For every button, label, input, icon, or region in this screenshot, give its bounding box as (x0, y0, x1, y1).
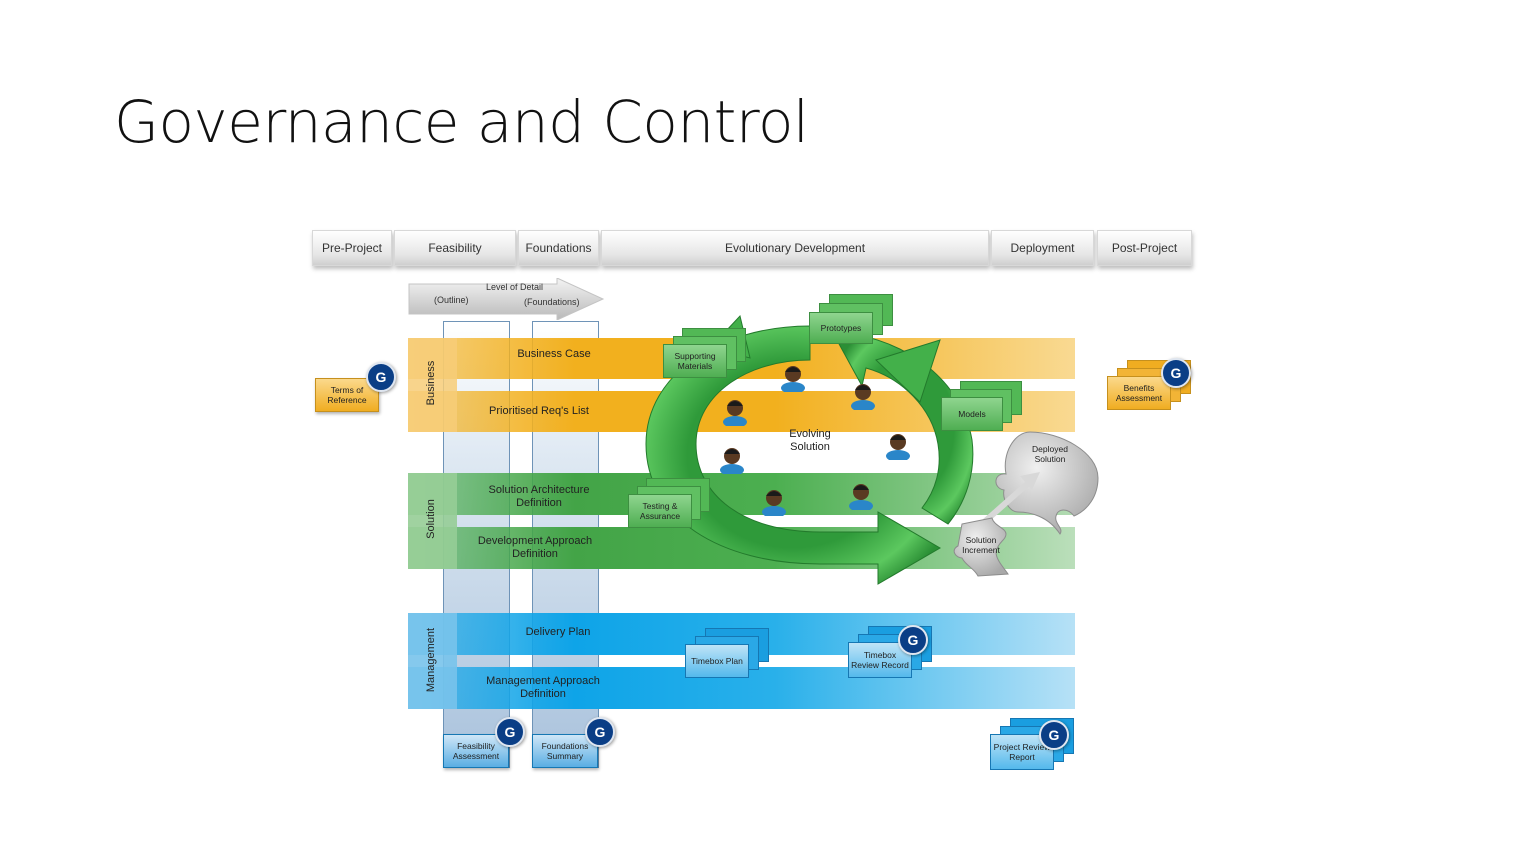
team-member-icon (851, 384, 875, 410)
lod-outline-label: (Outline) (434, 295, 469, 305)
management-label: Management (425, 627, 437, 693)
gate-badge-icon: G (495, 717, 525, 747)
solution-architecture-label: Solution Architecture Definition (488, 484, 590, 509)
prototypes-doc: Prototypes (809, 312, 873, 344)
gate-badge-icon: G (898, 625, 928, 655)
delivery-plan-label: Delivery Plan (525, 626, 591, 638)
business-band-side (408, 338, 457, 432)
management-approach-label: Management Approach Definition (486, 675, 600, 700)
solution-band-side (408, 473, 457, 569)
deployed-solution-label: Deployed Solution (1032, 444, 1068, 464)
phase-post-project: Post-Project (1097, 230, 1192, 266)
prioritised-reqs-label: Prioritised Req's List (489, 405, 589, 417)
phase-feasibility: Feasibility (394, 230, 516, 266)
supporting-materials-doc: Supporting Materials (663, 344, 727, 378)
level-of-detail-label: Level of Detail (486, 282, 544, 292)
lod-foundations-label: (Foundations) (524, 297, 580, 307)
gate-badge-icon: G (1161, 358, 1191, 388)
models-doc: Models (941, 397, 1003, 431)
evolving-solution-label: Evolving Solution (789, 428, 831, 453)
testing-assurance-doc: Testing & Assurance (628, 494, 692, 528)
gate-badge-icon: G (585, 717, 615, 747)
gate-badge-icon: G (366, 362, 396, 392)
development-approach-label: Development Approach Definition (477, 535, 593, 560)
phase-pre-project: Pre-Project (312, 230, 392, 266)
phase-deployment: Deployment (991, 230, 1094, 266)
solution-label: Solution (425, 499, 437, 539)
slide-title: Governance and Control (114, 88, 809, 156)
solution-increment-label: Solution Increment (962, 535, 1000, 555)
deployed-solution-puzzle (953, 431, 1099, 577)
team-member-icon (781, 366, 805, 392)
benefits-assessment-doc: Benefits Assessment (1107, 376, 1171, 410)
team-member-icon (849, 484, 873, 510)
team-member-icon (886, 434, 910, 460)
phase-evolutionary-development: Evolutionary Development (601, 230, 989, 266)
gate-badge-icon: G (1039, 720, 1069, 750)
feasibility-assessment-doc: Feasibility Assessment (443, 734, 509, 768)
team-member-icon (762, 490, 786, 516)
timebox-plan-doc: Timebox Plan (685, 644, 749, 678)
team-member-icon (723, 400, 747, 426)
phase-foundations: Foundations (518, 230, 599, 266)
management-band-side (408, 613, 457, 709)
business-case-label: Business Case (517, 348, 591, 360)
team-member-icon (720, 448, 744, 474)
level-of-detail-arrow (408, 278, 605, 320)
business-label: Business (425, 360, 437, 406)
